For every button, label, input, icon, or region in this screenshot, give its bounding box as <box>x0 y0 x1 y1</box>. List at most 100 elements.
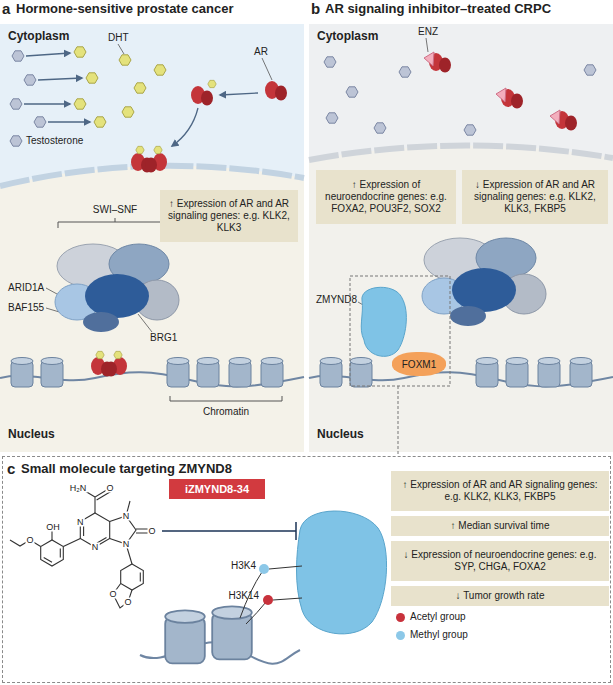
panel-b-background <box>309 24 613 452</box>
protein-label: ZMYND8 <box>316 295 357 305</box>
panel-b-background <box>309 145 613 452</box>
expression-box: ↑ Expression of neuroendocrine genes: e.… <box>316 170 456 224</box>
chromatin-b <box>309 358 613 388</box>
androgen-receptor <box>154 146 162 153</box>
region-label: Nucleus <box>8 428 55 440</box>
testosterone-molecules <box>10 51 596 146</box>
protein-label: BRG1 <box>150 333 177 343</box>
ar-with-enzalutamide <box>550 110 560 124</box>
brackets <box>58 218 172 228</box>
chemical-structure <box>63 539 80 547</box>
dht-molecules <box>74 47 166 127</box>
box-text: ↓ Expression of AR and AR signaling gene… <box>468 179 602 215</box>
chemical-structure <box>41 540 64 566</box>
box-text: ↑ Expression of AR and AR signaling gene… <box>166 198 292 234</box>
outcome-box: ↓ Tumor growth rate <box>391 586 609 606</box>
chemical-structure <box>10 488 149 608</box>
zmynd8-protein-large <box>297 511 387 634</box>
testosterone-molecules <box>399 67 411 77</box>
histone-mark-label: H3K14 <box>228 591 259 601</box>
atom-label: O <box>105 484 114 493</box>
testosterone-molecules <box>12 51 24 61</box>
chromatin-b <box>309 358 613 388</box>
panel-b-background <box>309 145 613 160</box>
dht-molecules <box>154 65 166 75</box>
leader-lines <box>426 38 428 52</box>
leader-lines <box>118 44 124 54</box>
panel: cSmall molecule targeting ZMYND8iZMYND8-… <box>2 456 611 683</box>
panel-title: AR signaling inhibitor–treated CRPC <box>325 2 551 16</box>
legend-text: Methyl group <box>410 630 468 640</box>
ar-dimer-on-dna <box>91 351 127 376</box>
nucleosome-c <box>165 610 205 663</box>
panel-a-background <box>0 166 304 452</box>
ar-with-enzalutamide <box>424 52 577 131</box>
dht-molecules <box>122 107 134 117</box>
histone-marks <box>259 564 269 574</box>
outcome-box: ↑ Expression of AR and AR signaling gene… <box>391 471 609 511</box>
box-text: ↑ Expression of neuroendocrine genes: e.… <box>322 179 450 215</box>
dht-molecules <box>74 47 86 57</box>
zoom-frame <box>350 276 450 386</box>
conversion-arrows <box>24 103 70 104</box>
chromatin-a <box>0 358 304 388</box>
panel-title: Hormone-sensitive prostate cancer <box>16 2 233 16</box>
protein-label: BAF155 <box>8 303 44 313</box>
swi-snf-complex-b <box>422 238 546 326</box>
testosterone-molecules <box>326 113 338 123</box>
panel: aHormone-sensitive prostate cancerCytopl… <box>0 0 304 452</box>
androgen-receptor <box>131 80 287 172</box>
zoom-frame <box>398 386 399 456</box>
box-text: ↓ Tumor growth rate <box>456 590 545 602</box>
protein-shape: FOXM1 <box>392 352 446 376</box>
histone-marks <box>263 595 273 605</box>
atom-label: N <box>122 540 131 549</box>
protein-label: AR <box>254 47 268 57</box>
atom-label: H₂N <box>69 484 88 493</box>
zoom-frame <box>350 276 450 456</box>
testosterone-molecules <box>584 65 596 75</box>
ar-dimer-on-dna <box>114 351 122 358</box>
conversion-arrows <box>26 53 70 56</box>
legend-swatch <box>396 631 405 640</box>
inhibitor-label: iZMYND8-34 <box>169 479 265 499</box>
atom-label: N <box>91 543 100 552</box>
cytoplasm-region: Cytoplasm <box>309 24 613 150</box>
androgen-receptor <box>136 146 144 153</box>
panel-letter: b <box>311 1 320 16</box>
androgen-receptor <box>265 81 287 101</box>
zmynd8-protein <box>361 287 406 356</box>
dht-molecules <box>94 117 106 127</box>
swi-snf-complex-a <box>55 244 179 332</box>
brackets <box>170 396 282 401</box>
chemical-structure <box>44 549 61 563</box>
box-text: ↑ Expression of AR and AR signaling gene… <box>397 479 603 503</box>
chemical-structure <box>140 573 141 582</box>
box-text: ↑ Median survival time <box>451 520 550 532</box>
outcome-box: ↑ Median survival time <box>391 516 609 536</box>
ar-with-enzalutamide <box>424 52 434 66</box>
dht-molecules <box>134 83 146 93</box>
panel-title: Small molecule targeting ZMYND8 <box>21 462 232 476</box>
androgen-receptor <box>191 86 213 106</box>
testosterone-molecules <box>464 125 476 135</box>
atom-label: O <box>147 527 156 536</box>
testosterone-molecules <box>10 99 22 109</box>
testosterone-molecules <box>324 57 336 67</box>
outcome-box: ↓ Expression of neuroendocrine genes: e.… <box>391 541 609 581</box>
region-label: Cytoplasm <box>317 30 378 42</box>
drug-label: ENZ <box>418 27 438 37</box>
molecule-label: DHT <box>108 33 129 43</box>
panel-a-background <box>0 24 304 452</box>
atom-label: O <box>25 536 34 545</box>
chemical-structure <box>84 524 107 543</box>
legend-text: Acetyl group <box>410 612 466 622</box>
dht-molecules <box>119 55 131 65</box>
brackets <box>58 218 282 401</box>
testosterone-molecules <box>374 123 386 133</box>
molecule-label: Testosterone <box>26 136 83 146</box>
legend-swatch <box>396 613 405 622</box>
testosterone-molecules <box>24 75 36 85</box>
conversion-arrows <box>220 93 258 95</box>
nucleus-region: Nucleus ↑ Expression of AR and AR signali… <box>0 174 304 452</box>
